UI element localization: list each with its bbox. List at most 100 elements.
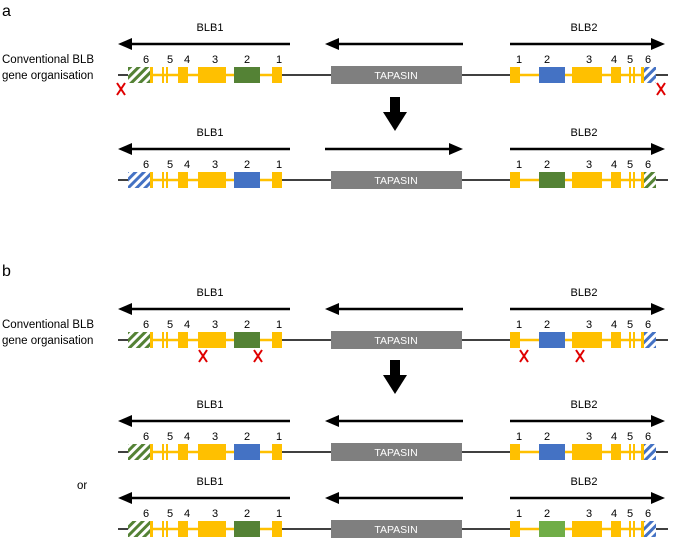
blb1-label: BLB1 [197,287,224,299]
blb2-exon-number-2: 2 [544,159,550,171]
blb1-exon-number-1: 1 [276,431,282,443]
blb2-exon-number-1: 1 [516,508,522,520]
blb1-exon-4 [178,332,188,348]
blb1-exon-number-3: 3 [212,319,218,331]
blb2-exon-number-1: 1 [516,319,522,331]
blb1-exon-number-4: 4 [184,508,190,520]
x-mark-blb2-e3 [575,349,585,363]
blb2-exon-6-head [641,332,644,348]
blb1-exon-5a [162,172,164,188]
blb1-exon-number-2: 2 [244,159,250,171]
tapasin-gene [331,520,462,538]
x-mark-blb2-e1 [519,349,529,363]
blb1-exon-number-3: 3 [212,508,218,520]
blb1-exon-number-2: 2 [244,508,250,520]
blb2-exon-number-1: 1 [516,159,522,171]
blb2-exon-2 [539,444,565,460]
blb2-exon-1 [510,67,520,83]
blb2-exon-6 [644,172,656,188]
blb1-exon-5b [166,67,168,83]
blb1-exon-number-3: 3 [212,54,218,66]
blb2-exon-6-head [641,67,644,83]
or-label: or [77,480,87,492]
blb2-exon-5b [633,332,635,348]
blb1-exon-number-3: 3 [212,431,218,443]
blb2-exon-2 [539,67,565,83]
blb2-exon-number-6: 6 [645,508,651,520]
blb1-exon-4 [178,172,188,188]
blb2-exon-3 [572,172,602,188]
blb1-exon-number-4: 4 [184,159,190,171]
blb1-exon-number-4: 4 [184,54,190,66]
blb1-exon-2 [234,521,260,537]
blb1-exon-2 [234,332,260,348]
blb2-label: BLB2 [571,22,598,34]
blb1-exon-number-6: 6 [143,431,149,443]
blb2-exon-number-4: 4 [611,54,617,66]
blb2-exon-number-6: 6 [645,54,651,66]
blb2-exon-number-4: 4 [611,319,617,331]
blb1-label: BLB1 [197,22,224,34]
blb2-label: BLB2 [571,399,598,411]
blb1-exon-1 [272,444,282,460]
tapasin-gene [331,331,462,349]
blb2-exon-number-5: 5 [627,319,633,331]
blb1-exon-3 [198,521,226,537]
tapasin-direction-arrow [325,492,463,504]
blb2-exon-number-1: 1 [516,54,522,66]
blb1-exon-number-6: 6 [143,159,149,171]
blb2-exon-6 [644,521,656,537]
blb1-exon-3 [198,332,226,348]
blb1-exon-1 [272,172,282,188]
blb1-exon-3 [198,67,226,83]
down-arrow-b [383,360,407,394]
blb1-exon-number-5: 5 [167,54,173,66]
blb2-exon-6 [644,67,656,83]
blb2-exon-5a [629,67,631,83]
blb2-exon-number-2: 2 [544,508,550,520]
blb2-exon-number-3: 3 [586,54,592,66]
blb2-exon-number-6: 6 [645,319,651,331]
x-mark-blb1-flank [116,82,126,96]
blb2-exon-5b [633,67,635,83]
blb1-exon-number-6: 6 [143,319,149,331]
blb1-exon-number-6: 6 [143,508,149,520]
blb1-exon-6 [128,521,150,537]
blb2-exon-4 [611,332,621,348]
blb1-direction-arrow [118,492,290,504]
blb2-exon-6 [644,332,656,348]
blb2-exon-1 [510,444,520,460]
blb1-exon-number-1: 1 [276,159,282,171]
blb1-exon-6 [128,332,150,348]
tapasin-direction-arrow [325,38,463,50]
blb1-exon-number-3: 3 [212,159,218,171]
blb2-exon-4 [611,521,621,537]
tapasin-direction-arrow [325,415,463,427]
tapasin-label: TAPASIN [374,175,417,187]
blb2-exon-4 [611,172,621,188]
blb1-exon-2 [234,444,260,460]
blb2-exon-5b [633,444,635,460]
blb2-exon-1 [510,172,520,188]
x-mark-blb2-flank [656,82,666,96]
blb1-exon-5b [166,172,168,188]
blb2-exon-5b [633,172,635,188]
blb1-exon-6-tail [150,67,153,83]
blb1-exon-number-4: 4 [184,431,190,443]
blb1-exon-2 [234,172,260,188]
blb1-exon-1 [272,332,282,348]
blb1-exon-6-tail [150,521,153,537]
blb2-exon-6-head [641,521,644,537]
blb2-exon-number-3: 3 [586,159,592,171]
tapasin-gene [331,66,462,84]
blb1-exon-number-6: 6 [143,54,149,66]
blb1-exon-5a [162,521,164,537]
blb1-exon-5b [166,332,168,348]
tapasin-label: TAPASIN [374,335,417,347]
blb1-exon-5a [162,67,164,83]
tapasin-label: TAPASIN [374,447,417,459]
blb1-exon-5b [166,444,168,460]
